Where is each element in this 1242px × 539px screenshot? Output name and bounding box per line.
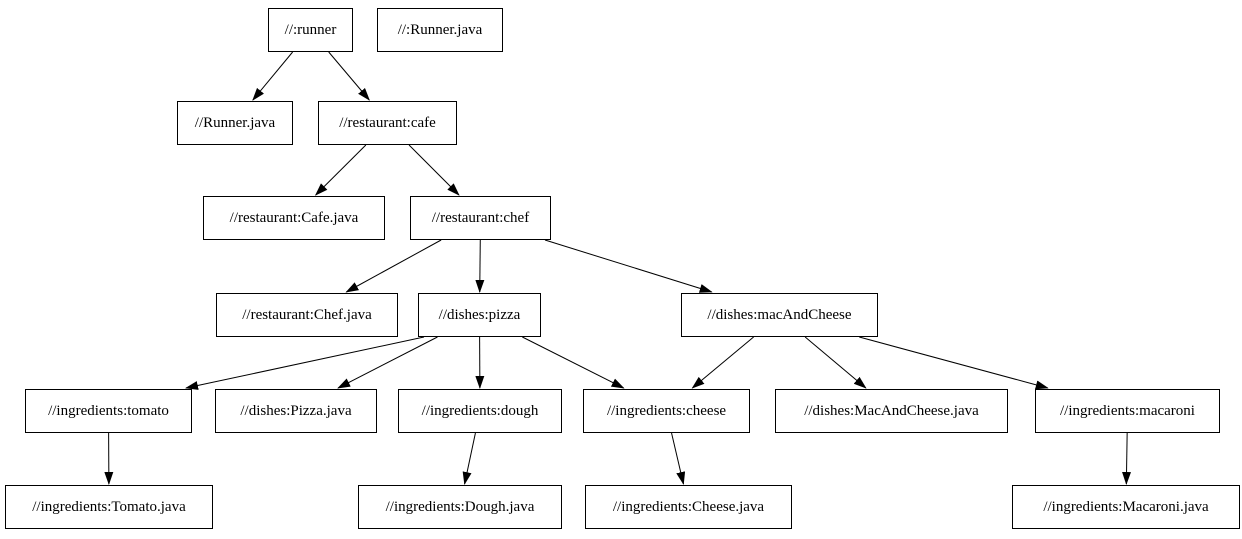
node-ingredients-macaroni: //ingredients:macaroni bbox=[1035, 389, 1220, 433]
node-restaurant-chef: //restaurant:chef bbox=[410, 196, 551, 240]
node-restaurant-cafe: //restaurant:cafe bbox=[318, 101, 457, 145]
edge-mac_and_cheese-to-cheese bbox=[691, 336, 754, 389]
edge-pizza-to-pizza_java bbox=[337, 336, 438, 389]
node-dishes-pizza-java: //dishes:Pizza.java bbox=[215, 389, 377, 433]
node-dishes-macandcheese: //dishes:macAndCheese bbox=[681, 293, 878, 337]
node-dishes-pizza: //dishes:pizza bbox=[418, 293, 541, 337]
edge-chef-to-chef_java bbox=[345, 239, 442, 293]
edge-runner-to-cafe bbox=[328, 51, 370, 101]
node-runner-java: //Runner.java bbox=[177, 101, 293, 145]
node-ingredients-cheese-java: //ingredients:Cheese.java bbox=[585, 485, 792, 529]
node-dishes-macandcheese-java: //dishes:MacAndCheese.java bbox=[775, 389, 1008, 433]
node-runner: //:runner bbox=[268, 8, 353, 52]
node-restaurant-chef-java: //restaurant:Chef.java bbox=[216, 293, 398, 337]
edge-chef-to-pizza bbox=[475, 239, 485, 293]
node-ingredients-tomato-java: //ingredients:Tomato.java bbox=[5, 485, 213, 529]
edge-cafe-to-chef bbox=[408, 144, 460, 196]
edge-mac_and_cheese-to-mac_and_cheese_java bbox=[804, 336, 867, 389]
edge-runner-to-runner_java bbox=[252, 51, 294, 101]
edge-dough-to-dough_java bbox=[462, 432, 476, 485]
edge-chef-to-mac_and_cheese bbox=[544, 239, 713, 293]
node-ingredients-macaroni-java: //ingredients:Macaroni.java bbox=[1012, 485, 1240, 529]
node-root-runner-java: //:Runner.java bbox=[377, 8, 503, 52]
node-ingredients-tomato: //ingredients:tomato bbox=[25, 389, 192, 433]
node-ingredients-dough-java: //ingredients:Dough.java bbox=[358, 485, 562, 529]
node-ingredients-dough: //ingredients:dough bbox=[398, 389, 562, 433]
edge-cheese-to-cheese_java bbox=[671, 432, 686, 485]
edge-macaroni-to-macaroni_java bbox=[1122, 432, 1132, 485]
node-restaurant-cafe-java: //restaurant:Cafe.java bbox=[203, 196, 385, 240]
edge-pizza-to-tomato bbox=[185, 336, 425, 390]
node-ingredients-cheese: //ingredients:cheese bbox=[583, 389, 750, 433]
edge-cafe-to-cafe_java bbox=[314, 144, 367, 196]
edge-pizza-to-cheese bbox=[522, 336, 625, 389]
edge-mac_and_cheese-to-macaroni bbox=[859, 336, 1049, 390]
